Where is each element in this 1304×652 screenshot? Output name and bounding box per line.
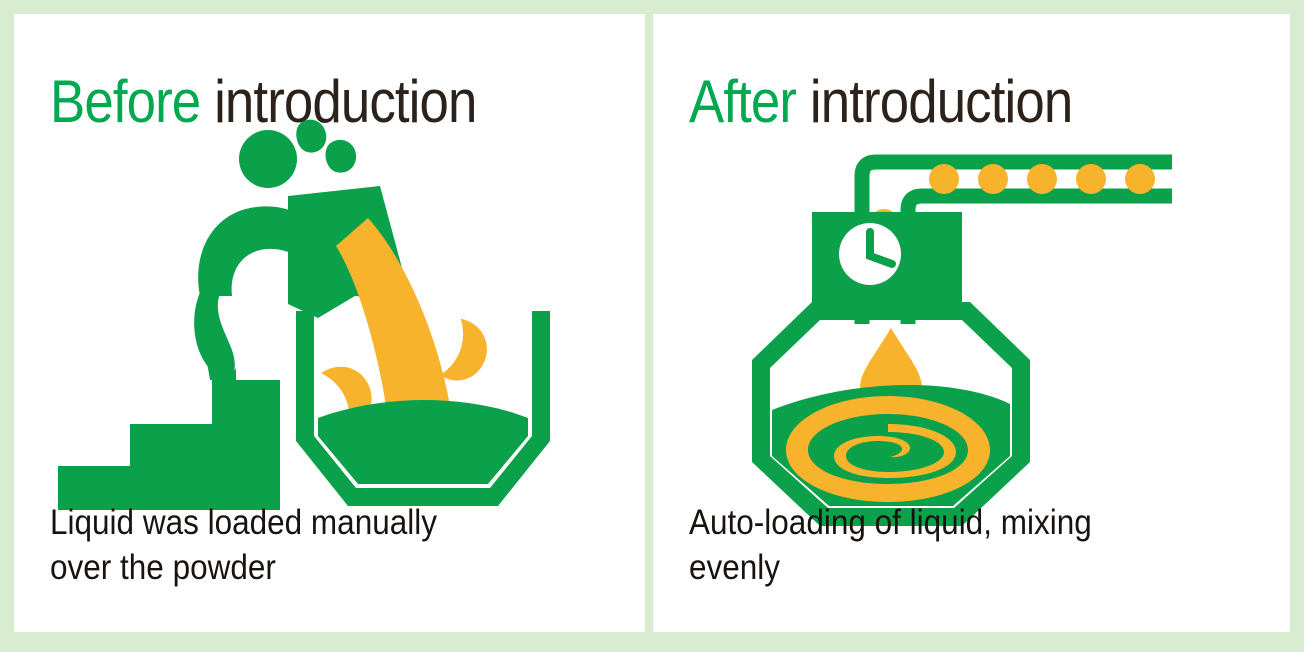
panel-before-title-accent: Before (50, 68, 201, 136)
pouring-liquid-stream-icon (335, 218, 450, 406)
panel-after-title: After introduction (689, 68, 1073, 136)
panel-before-title-body: introduction (214, 68, 477, 136)
panel-before-caption: Liquid was loaded manually over the powd… (50, 503, 437, 588)
figure-inner-canvas: Before introduction (14, 14, 1290, 632)
mixing-tank-icon (295, 311, 550, 506)
panel-before-title: Before introduction (50, 68, 477, 136)
panel-before: Before introduction (14, 14, 645, 632)
swirl-mixture-icon (785, 396, 990, 502)
panel-after-caption: Auto-loading of liquid, mixing evenly (689, 503, 1092, 588)
panel-after: After introduction (653, 14, 1290, 632)
panel-after-title-accent: After (689, 68, 797, 136)
feed-pipe-icon (854, 154, 1172, 324)
panel-divider (645, 14, 653, 632)
sweat-droplets-icon (295, 119, 356, 173)
timer-clock-icon (838, 223, 901, 285)
automatic-liquid-loading-illustration (653, 114, 1290, 534)
panel-after-title-body: introduction (809, 68, 1073, 136)
manual-liquid-loading-illustration (14, 106, 645, 526)
steps-icon (57, 380, 280, 510)
